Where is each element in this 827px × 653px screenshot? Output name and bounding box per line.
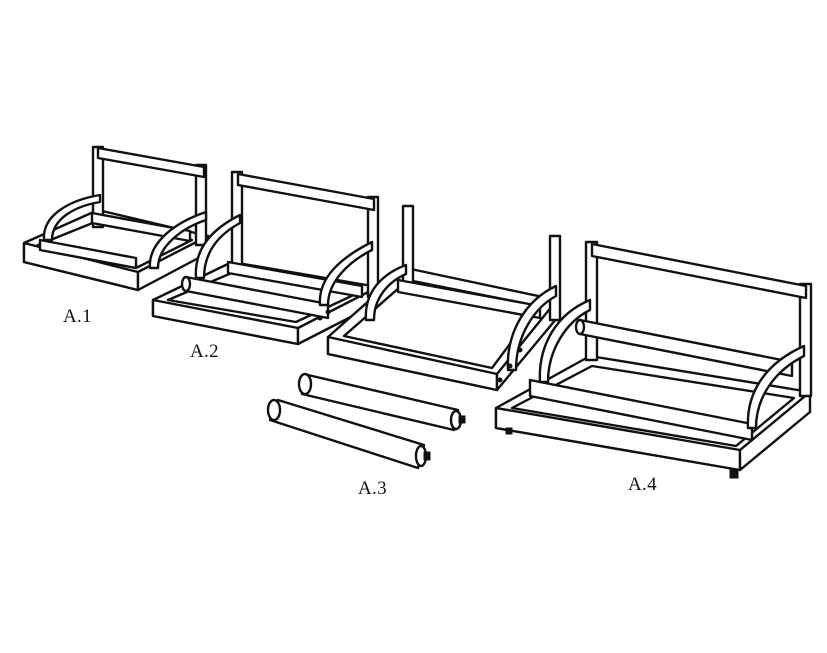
seat-frame-a2 (151, 170, 380, 346)
figure-label-a3: A.3 (358, 478, 387, 499)
figure-label-a1: A.1 (63, 306, 92, 327)
figure-label-a4: A.4 (628, 474, 657, 495)
figure-label-a2: A.2 (190, 341, 219, 362)
seat-frame-a4 (494, 240, 813, 479)
seat-frame-a1 (22, 145, 210, 292)
seat-frame-a3 (326, 204, 562, 392)
loose-rollers-a3 (266, 372, 466, 470)
